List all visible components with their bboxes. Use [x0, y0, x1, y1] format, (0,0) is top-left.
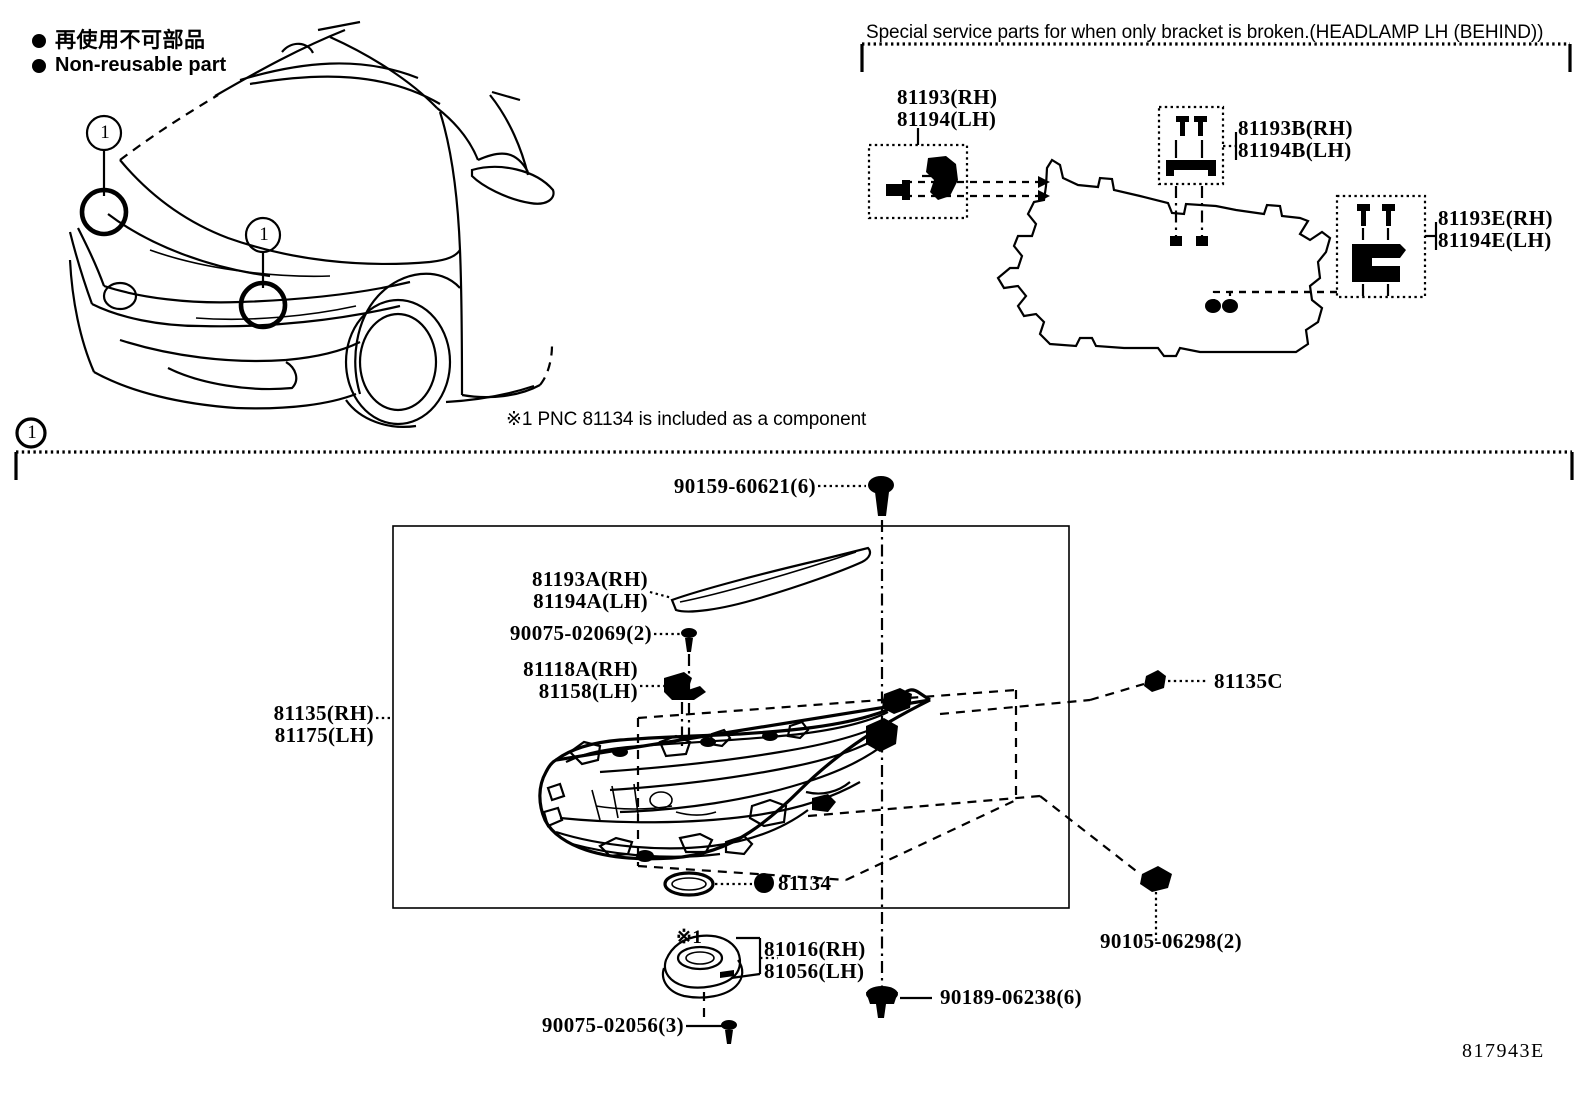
- main-section-callout: [15, 417, 47, 449]
- label-81193a-81194a: 81193A(RH) 81194A(LH): [410, 568, 648, 613]
- legend-japanese-label: 再使用不可部品: [55, 28, 206, 52]
- label-81193b-line1: 81193B(RH): [1238, 116, 1353, 140]
- label-81118a-81158: 81118A(RH) 81158(LH): [400, 658, 638, 703]
- label-81118a-line1: 81118A(RH): [523, 657, 638, 681]
- non-reusable-dot-jp: [32, 34, 46, 48]
- car-callout-1-number: 1: [100, 122, 110, 143]
- label-81134: 81134: [778, 871, 832, 895]
- label-81193b-81194b: 81193B(RH) 81194B(LH): [1238, 117, 1353, 162]
- car-callout-2-number: 1: [259, 224, 269, 245]
- fastener-90159-60621: [818, 476, 894, 992]
- main-section-callout-number: 1: [27, 422, 37, 443]
- label-81193e-line2: 81194E(LH): [1438, 228, 1552, 253]
- label-90075-02056: 90075-02056(3): [541, 1013, 684, 1037]
- label-81135c: 81135C: [1214, 669, 1283, 693]
- part-garnish-strip: [649, 546, 872, 613]
- label-90105-06298: 90105-06298(2): [1100, 929, 1243, 953]
- label-81016-line1: 81016(RH): [764, 937, 866, 961]
- label-81193a-line1: 81193A(RH): [532, 567, 648, 591]
- detail-box-bracket-main: [867, 128, 1050, 220]
- car-front-illustration: [68, 20, 555, 428]
- car-callout-1: [79, 114, 129, 237]
- fastener-90189-06238: [866, 986, 932, 1018]
- label-assembly-line1: 81135(RH): [273, 701, 374, 725]
- body-panel-outline: [996, 158, 1332, 358]
- label-81193b-line2: 81194B(LH): [1238, 138, 1352, 163]
- footnote-pnc-81134: ※1 PNC 81134 is included as a component: [506, 409, 867, 430]
- detail-box-bracket-e: [1205, 194, 1438, 313]
- label-81193-81194: 81193(RH) 81194(LH): [897, 86, 997, 131]
- detail-box-bracket-b: [1157, 105, 1238, 246]
- part-gasket-81134: [663, 871, 774, 897]
- special-section-header: Special service parts for when only brac…: [866, 22, 1544, 43]
- label-assembly-81135-81175: 81135(RH) 81175(LH): [130, 702, 374, 747]
- fastener-81135c: [1089, 670, 1208, 702]
- label-81193-line1: 81193(RH): [897, 85, 998, 109]
- label-81193a-line2: 81194A(LH): [533, 589, 648, 614]
- assembly-projection-lines: [636, 688, 1141, 882]
- label-90075-02069: 90075-02069(2): [509, 621, 652, 645]
- car-callout-2: [238, 216, 288, 330]
- footnote-ref-marker: ※1: [676, 927, 703, 948]
- main-section-bracket: [14, 450, 1574, 480]
- label-81016-81056: 81016(RH) 81056(LH): [764, 938, 866, 983]
- legend-english: Non-reusable part: [32, 54, 226, 77]
- part-bulb-cover: [661, 934, 778, 1018]
- non-reusable-dot-en: [32, 58, 46, 73]
- label-assembly-line2: 81175(LH): [274, 723, 374, 748]
- label-81056-line2: 81056(LH): [764, 959, 865, 984]
- label-90189-06238: 90189-06238(6): [940, 985, 1083, 1009]
- label-81193e-81194e: 81193E(RH) 81194E(LH): [1438, 207, 1553, 252]
- fastener-90075-02056: [686, 1020, 737, 1044]
- label-81193e-line1: 81193E(RH): [1438, 206, 1553, 230]
- special-section-bracket: [860, 42, 1572, 72]
- part-bracket-clip: [640, 672, 706, 748]
- headlamp-assembly-drawing: [538, 688, 931, 862]
- label-90159-60621: 90159-60621(6): [673, 474, 816, 498]
- legend-english-label: Non-reusable part: [55, 54, 227, 76]
- assembly-frame: [392, 525, 1070, 909]
- fastener-90105-06298: [1140, 866, 1172, 944]
- legend-japanese: 再使用不可部品: [32, 24, 206, 54]
- drawing-number: 817943E: [1462, 1040, 1545, 1062]
- label-81158-line2: 81158(LH): [538, 679, 638, 704]
- label-81193-line2: 81194(LH): [897, 107, 997, 132]
